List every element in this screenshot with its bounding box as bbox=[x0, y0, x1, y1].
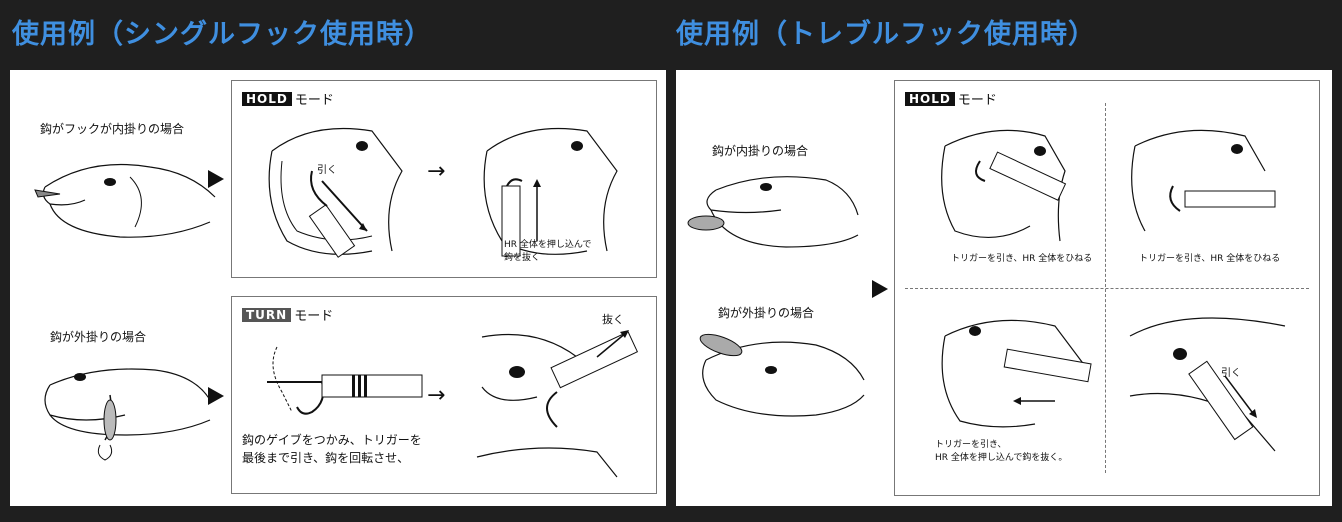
turn-hook-grip bbox=[267, 346, 423, 415]
caption-2: トリガーを引き、HR 全体をひねる bbox=[1139, 254, 1281, 264]
hold-note-left: HR 全体を押し込んで 鈎を抜く bbox=[504, 240, 592, 263]
mode-text: モード bbox=[957, 93, 997, 108]
turn-mode-label-left: TURN モード bbox=[242, 305, 333, 324]
step-arrow-left-1 bbox=[208, 170, 224, 188]
next-arrow-turn: → bbox=[427, 383, 446, 408]
turn-fish-release bbox=[476, 330, 639, 478]
pull-label-treble: 引く bbox=[1221, 368, 1241, 379]
mode-text: モード bbox=[294, 93, 334, 108]
treble-step-3 bbox=[941, 319, 1092, 428]
step-arrow-left-2 bbox=[208, 387, 224, 405]
left-case-outer-label: 鈎が外掛りの場合 bbox=[50, 330, 147, 344]
turn-note-left: 鈎のゲイブをつかみ、トリガーを 最後まで引き、鈎を回転させ、 bbox=[242, 433, 422, 465]
hold-mode-label-left: HOLD モード bbox=[242, 89, 334, 108]
step-arrow-right bbox=[872, 280, 888, 298]
hold-tag: HOLD bbox=[242, 91, 292, 106]
pull-label-turn-left: 抜く bbox=[602, 313, 624, 326]
pull-label-hold-left: 引く bbox=[317, 165, 337, 176]
caption-3: トリガーを引き、 HR 全体を押し込んで鈎を抜く。 bbox=[935, 440, 1068, 463]
treble-step-4 bbox=[1129, 317, 1286, 452]
right-panel: 鈎が内掛りの場合 鈎が外掛りの場合 HOLD モード トリガーを引き、HR 全体… bbox=[676, 70, 1332, 506]
fish-head-single-inner bbox=[34, 163, 216, 238]
hold-fish-2 bbox=[483, 127, 618, 257]
fish-head-treble-outer bbox=[699, 333, 865, 417]
fish-head-treble-inner bbox=[687, 176, 859, 248]
mode-text: モード bbox=[294, 309, 334, 324]
divider-horizontal bbox=[905, 288, 1309, 289]
hold-box-left: HOLD モード 引く → HR 全体を押し込んで 鈎を抜く bbox=[231, 80, 657, 278]
next-arrow-hold: → bbox=[427, 159, 446, 184]
fish-head-single-outer bbox=[44, 368, 211, 461]
hold-mode-label-right: HOLD モード bbox=[905, 89, 997, 108]
turn-tag: TURN bbox=[242, 307, 292, 322]
right-case-outer-label: 鈎が外掛りの場合 bbox=[718, 306, 815, 320]
left-case-inner-label: 鈎がフックが内掛りの場合 bbox=[40, 122, 185, 136]
treble-step-1 bbox=[941, 129, 1067, 242]
treble-step-2 bbox=[1131, 129, 1276, 232]
hold-tag: HOLD bbox=[905, 91, 955, 106]
caption-1: トリガーを引き、HR 全体をひねる bbox=[951, 254, 1093, 264]
hold-fish-1 bbox=[268, 127, 403, 258]
left-heading: 使用例（シングルフック使用時） bbox=[12, 19, 432, 50]
hold-box-right: HOLD モード トリガーを引き、HR 全体をひねる トリガーを引き、HR 全体… bbox=[894, 80, 1320, 496]
right-case-inner-label: 鈎が内掛りの場合 bbox=[712, 144, 809, 158]
left-panel: 鈎がフックが内掛りの場合 HOLD モード 引く → bbox=[10, 70, 666, 506]
turn-box-left: TURN モード → 抜く 鈎のゲイブをつかみ、トリガーを 最後まで引き、鈎を回… bbox=[231, 296, 657, 494]
right-heading: 使用例（トレブルフック使用時） bbox=[676, 19, 1096, 50]
